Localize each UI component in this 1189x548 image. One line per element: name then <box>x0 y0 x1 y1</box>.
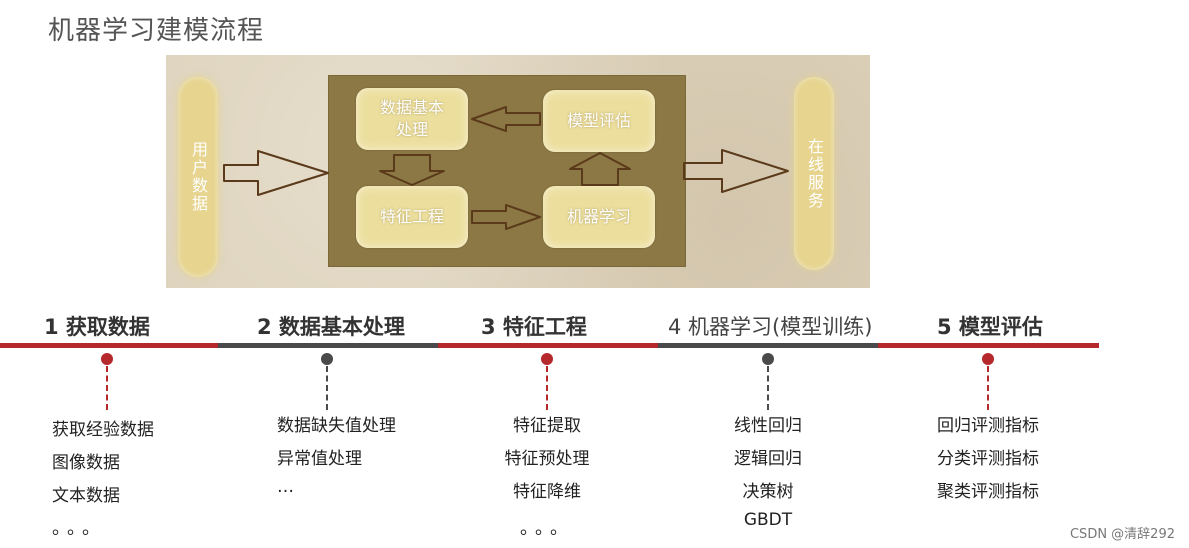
step-label-3: 3 特征工程 <box>481 315 587 339</box>
node-feature: 特征工程 <box>356 186 468 248</box>
step-4-item: 决策树 <box>742 482 794 502</box>
step-label-1: 1 获取数据 <box>44 315 150 339</box>
step-2-item: 异常值处理 <box>277 449 362 469</box>
online-service-label: 在线服务 <box>805 137 824 210</box>
timeline-bar-segment <box>218 343 438 348</box>
workflow-diagram: 用户数据 数据基本 处理 模型评估 特征工程 机器学习 在线服务 <box>166 55 870 288</box>
step-2-item: … <box>277 477 294 497</box>
arrow-evaluate-to-preprocess <box>471 106 541 132</box>
credit-watermark: CSDN @清辞292 <box>1069 527 1175 542</box>
timeline-bar-segment <box>0 343 218 348</box>
step-1-item: 获取经验数据 <box>52 420 154 440</box>
step-5-item: 聚类评测指标 <box>937 482 1039 502</box>
node-evaluate-label: 模型评估 <box>566 111 631 130</box>
arrow-learning-to-evaluate <box>569 152 631 186</box>
user-data-pill: 用户数据 <box>178 77 218 277</box>
user-data-label: 用户数据 <box>189 141 208 213</box>
flow-arrows <box>223 106 789 230</box>
timeline-connector <box>326 366 328 410</box>
step-3-item: 。。。 <box>520 518 574 539</box>
step-label-5: 5 模型评估 <box>937 315 1043 339</box>
step-4-item: 线性回归 <box>734 416 802 436</box>
timeline-bar-segment <box>878 343 1099 348</box>
arrow-preprocess-to-feature <box>379 154 445 186</box>
step-1-item: 。。。 <box>52 518 106 539</box>
timeline-dot <box>101 353 113 365</box>
arrow-feature-to-learning <box>471 204 541 230</box>
timeline-connector <box>546 366 548 410</box>
timeline-dot <box>762 353 774 365</box>
node-evaluate: 模型评估 <box>543 90 655 152</box>
node-learning-label: 机器学习 <box>566 207 631 226</box>
timeline-connector <box>106 366 108 410</box>
timeline-dot <box>321 353 333 365</box>
step-label-2: 2 数据基本处理 <box>257 315 405 339</box>
arrow-output <box>683 149 789 193</box>
page-title: 机器学习建模流程 <box>48 16 265 46</box>
node-preprocess: 数据基本 处理 <box>356 88 468 150</box>
timeline-bar-segment <box>438 343 658 348</box>
step-5-item: 回归评测指标 <box>937 416 1039 436</box>
node-preprocess-label: 数据基本 处理 <box>379 98 444 139</box>
timeline-dot <box>982 353 994 365</box>
step-5-item: 分类评测指标 <box>937 449 1039 469</box>
node-feature-label: 特征工程 <box>379 207 444 226</box>
step-3-item: 特征提取 <box>513 416 581 436</box>
timeline-connector <box>767 366 769 410</box>
arrow-input <box>223 150 329 196</box>
step-1-item: 图像数据 <box>52 453 120 473</box>
step-4-item: GBDT <box>743 510 793 530</box>
step-4-item: 逻辑回归 <box>734 449 802 469</box>
step-3-item: 特征预处理 <box>504 449 590 469</box>
step-label-4: 4 机器学习(模型训练) <box>668 315 873 339</box>
step-1-item: 文本数据 <box>52 486 120 506</box>
node-learning: 机器学习 <box>543 186 655 248</box>
timeline-bar-segment <box>658 343 878 348</box>
step-3-item: 特征降维 <box>513 482 581 502</box>
timeline-dot <box>541 353 553 365</box>
step-2-item: 数据缺失值处理 <box>277 416 396 436</box>
timeline-connector <box>987 366 989 410</box>
online-service-pill: 在线服务 <box>794 77 834 270</box>
